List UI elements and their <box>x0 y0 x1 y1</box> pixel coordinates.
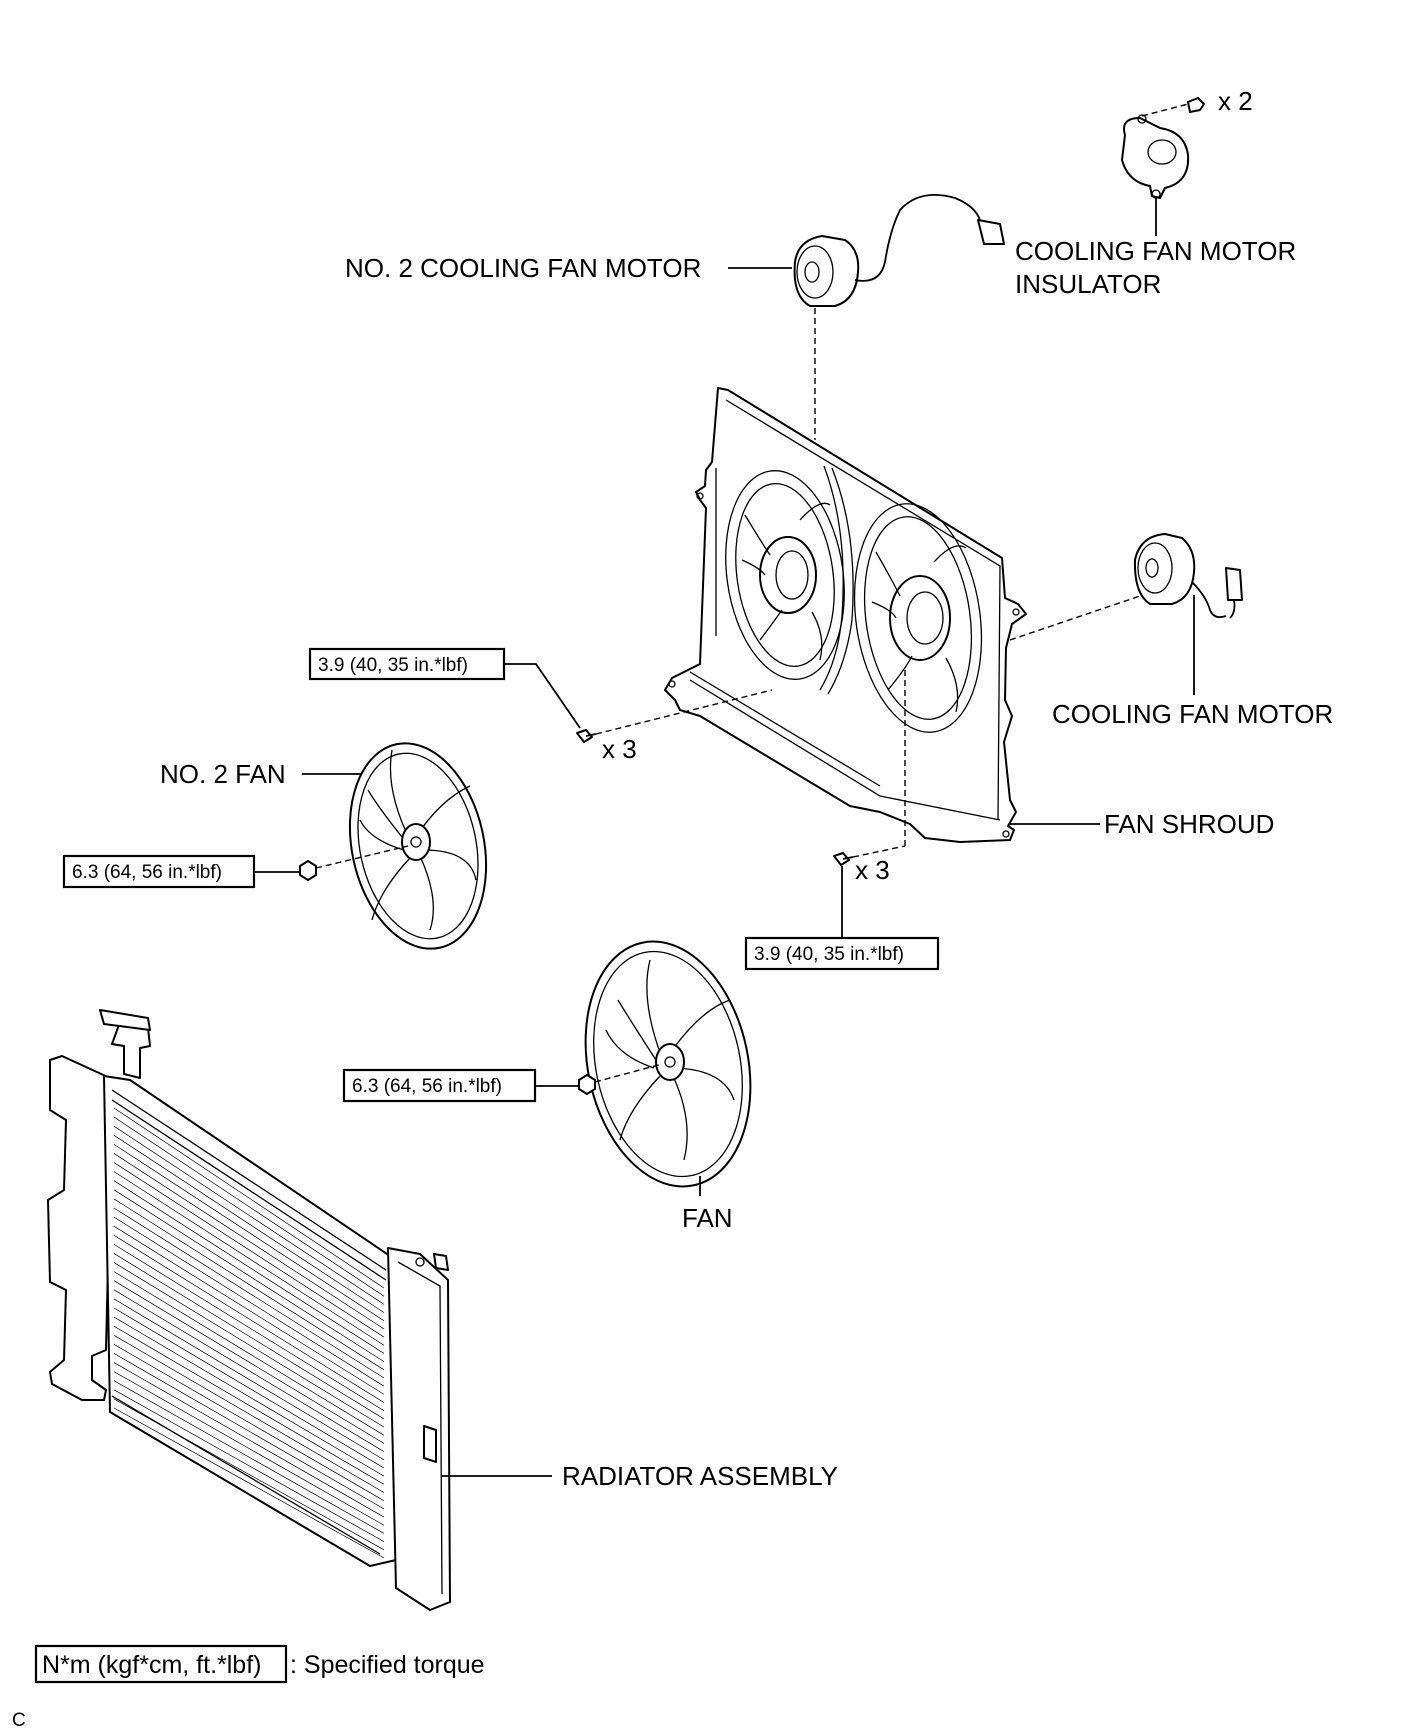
radiator-fin-line <box>113 1134 385 1313</box>
fan-nut <box>578 1074 596 1095</box>
torque-shroud-right: 3.9 (40, 35 in.*lbf) <box>754 944 904 965</box>
radiator-fin-line <box>113 1398 385 1551</box>
radiator-fin-line <box>113 1225 385 1395</box>
radiator-fin-line <box>113 1325 385 1485</box>
radiator-fin-line <box>113 1316 385 1477</box>
radiator-fin-line <box>113 1244 385 1412</box>
cooling-fan-motor-insulator <box>1121 114 1190 199</box>
radiator-fin-line <box>113 1253 385 1420</box>
insulator-screw <box>1141 97 1205 117</box>
radiator-fin-line <box>113 1389 385 1542</box>
radiator-fin-line <box>113 1198 385 1371</box>
radiator-fin-line <box>113 1271 385 1436</box>
label-fan: FAN <box>682 1203 733 1233</box>
radiator-fin-line <box>113 1207 385 1379</box>
radiator-fin-line <box>113 1289 385 1452</box>
radiator-fin-line <box>113 1216 385 1387</box>
radiator-fin-line <box>113 1371 385 1526</box>
label-no2-fan: NO. 2 FAN <box>160 759 286 789</box>
torque-box-shroud-right <box>744 936 940 971</box>
radiator-fin-line <box>113 1171 385 1346</box>
torque-box-shroud-left <box>308 647 506 681</box>
radiator-fin-line <box>113 1407 385 1559</box>
torque-shroud-left: 3.9 (40, 35 in.*lbf) <box>318 655 468 676</box>
radiator-assembly <box>47 1009 451 1611</box>
shroud-bolt-left-quantity: x 3 <box>602 734 637 764</box>
insulator-screw-quantity: x 2 <box>1218 86 1253 116</box>
fan <box>584 940 752 1188</box>
shroud-bolt-left <box>576 729 597 743</box>
radiator-fin-line <box>113 1107 385 1289</box>
radiator-fin-line <box>113 1344 385 1502</box>
radiator-fin-line <box>113 1307 385 1469</box>
torque-no2-fan-nut: 6.3 (64, 56 in.*lbf) <box>72 862 222 883</box>
torque-box-fan <box>342 1068 537 1103</box>
radiator-fin-line <box>113 1153 385 1330</box>
radiator-fin-line <box>113 1298 385 1461</box>
shroud-bolt-right-quantity: x 3 <box>855 855 890 885</box>
no2-cooling-fan-motor <box>793 194 1005 307</box>
cooling-fan-motor <box>1133 533 1243 619</box>
radiator-fin-line <box>113 1353 385 1510</box>
radiator-fin-line <box>113 1162 385 1338</box>
radiator-fins <box>113 1107 385 1559</box>
legend-unit-box <box>34 1644 288 1684</box>
label-fan-shroud: FAN SHROUD <box>1104 809 1274 839</box>
radiator-fin-line <box>113 1262 385 1428</box>
radiator-fin-line <box>113 1362 385 1518</box>
label-cooling-fan-motor-insulator-2: INSULATOR <box>1015 269 1161 299</box>
radiator-fin-line <box>113 1144 385 1322</box>
radiator-fin-line <box>113 1189 385 1362</box>
radiator-fin-line <box>113 1125 385 1305</box>
label-cooling-fan-motor: COOLING FAN MOTOR <box>1052 699 1333 729</box>
figure-code: C <box>12 1710 26 1731</box>
legend-description: : Specified torque <box>290 1651 485 1679</box>
label-no2-cooling-fan-motor: NO. 2 COOLING FAN MOTOR <box>345 253 701 283</box>
radiator-fin-line <box>113 1280 385 1444</box>
radiator-fin-line <box>113 1180 385 1354</box>
no2-fan <box>348 742 488 950</box>
label-cooling-fan-motor-insulator-1: COOLING FAN MOTOR <box>1015 236 1296 266</box>
shroud-bolt-right <box>833 852 854 866</box>
legend-unit-text: N*m (kgf*cm, ft.*lbf) <box>42 1651 261 1679</box>
no2-fan-nut <box>299 860 317 881</box>
label-radiator-assembly: RADIATOR ASSEMBLY <box>562 1461 838 1491</box>
radiator-fin-line <box>113 1380 385 1534</box>
torque-box-no2-fan <box>62 854 256 889</box>
radiator-fin-line <box>113 1334 385 1493</box>
fan-shroud <box>664 387 1027 843</box>
torque-fan-nut: 6.3 (64, 56 in.*lbf) <box>352 1076 502 1097</box>
radiator-fin-line <box>113 1234 385 1403</box>
radiator-fin-line <box>113 1116 385 1297</box>
